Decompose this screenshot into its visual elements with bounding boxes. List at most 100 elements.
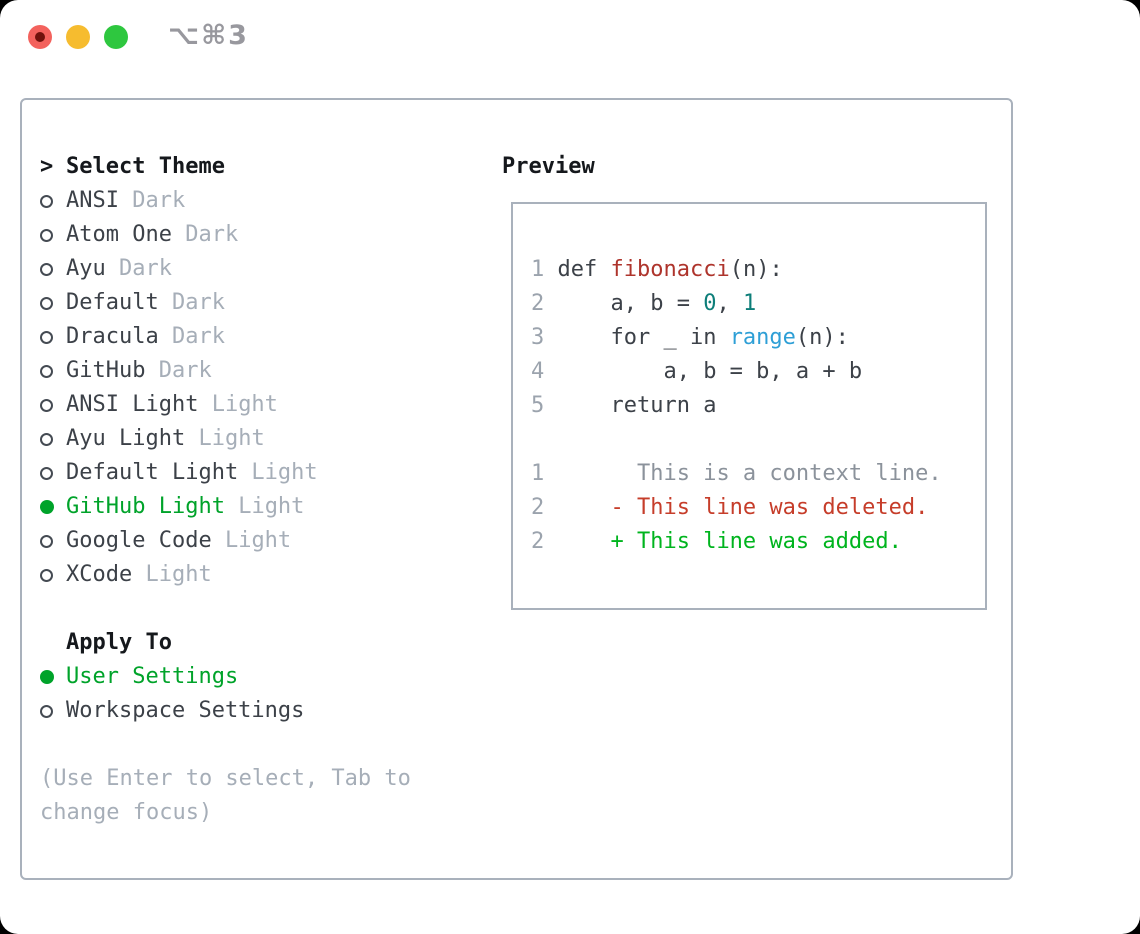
item-label: Google Code [66,528,212,553]
code-line: 4 a, b = b, a + b [531,355,942,389]
line-number: 4 [531,359,558,384]
radio-unselected-icon [40,432,53,446]
theme-item-ayu-light[interactable]: Ayu Light Light [40,422,480,456]
item-variant-label: Dark [105,256,172,281]
code-segment-code: a, b = [557,291,704,316]
window-title: ⌥⌘3 [168,20,249,51]
prompt-caret: > [40,154,54,179]
code-segment-code: (n): [729,257,783,282]
radio-unselected-icon [40,398,53,412]
code-segment-func: fibonacci [610,257,730,282]
hint-line-2: change focus) [40,800,213,825]
theme-item-github[interactable]: GitHub Dark [40,354,480,388]
code-line: 1 This is a context line. [531,457,942,491]
line-number: 1 [531,257,558,282]
radio-unselected-icon [40,330,53,344]
line-number: 5 [531,393,558,418]
item-variant-label: Light [211,528,292,553]
radio-unselected-icon [40,704,53,718]
radio-unselected-icon [40,534,53,548]
code-segment-code: def [557,257,611,282]
item-label: ANSI [66,188,119,213]
code-line: 5 return a [531,389,942,423]
theme-item-xcode[interactable]: XCode Light [40,558,480,592]
code-segment-builtin: range [729,325,796,350]
radio-unselected-icon [40,364,53,378]
item-variant-label: Light [185,426,265,451]
code-line: 1 def fibonacci(n): [531,253,942,287]
item-variant-label: Dark [158,324,225,349]
code-segment-added: + This line was added. [557,529,902,554]
spacer-row [40,592,480,626]
item-label: Default Light [66,460,239,485]
zoom-button[interactable] [104,25,128,49]
item-variant-label: Light [198,392,278,417]
theme-item-ansi-light[interactable]: ANSI Light Light [40,388,480,422]
line-number: 2 [531,495,558,520]
code-segment-code: (n): [795,325,849,350]
line-number: 3 [531,325,558,350]
radio-unselected-icon [40,568,53,582]
radio-unselected-icon [40,194,53,208]
theme-item-ansi[interactable]: ANSI Dark [40,184,480,218]
code-segment-deleted: - This line was deleted. [557,495,929,520]
item-variant-label: Light [132,562,212,587]
item-variant-label: Light [238,460,318,485]
radio-selected-icon [40,500,54,514]
close-button[interactable] [28,25,52,49]
select-theme-title: Select Theme [66,154,225,179]
radio-selected-icon [40,670,54,684]
item-label: GitHub [66,358,146,383]
code-segment-code: a, b = b, a + b [557,359,863,384]
code-line [531,423,942,457]
item-label: ANSI Light [66,392,199,417]
item-label: User Settings [66,664,239,689]
apply-option-workspace-settings[interactable]: Workspace Settings [40,694,480,728]
code-segment-num: 1 [742,291,757,316]
theme-item-ayu[interactable]: Ayu Dark [40,252,480,286]
code-segment-context: This is a context line. [557,461,942,486]
item-label: XCode [66,562,133,587]
theme-item-dracula[interactable]: Dracula Dark [40,320,480,354]
apply-option-user-settings[interactable]: User Settings [40,660,480,694]
radio-unselected-icon [40,262,53,276]
code-line: 2 a, b = 0, 1 [531,287,942,321]
code-segment-code: return a [557,393,717,418]
item-label: Dracula [66,324,159,349]
code-segment-num: 0 [703,291,717,316]
code-segment-code: for _ in [557,325,730,350]
minimize-button[interactable] [66,25,90,49]
code-line: 3 for _ in range(n): [531,321,942,355]
theme-item-default-light[interactable]: Default Light Light [40,456,480,490]
item-variant-label: Dark [145,358,212,383]
item-variant-label: Dark [158,290,225,315]
theme-item-google-code[interactable]: Google Code Light [40,524,480,558]
item-label: GitHub Light [66,494,225,519]
item-label: Ayu [66,256,106,281]
item-label: Ayu Light [66,426,186,451]
radio-unselected-icon [40,466,53,480]
item-variant-label: Dark [118,188,186,213]
item-label: Default [66,290,159,315]
item-label: Atom One [66,222,172,247]
titlebar: ⌥⌘3 [0,0,1140,74]
line-number: 1 [531,461,558,486]
theme-item-github-light[interactable]: GitHub Light Light [40,490,480,524]
radio-unselected-icon [40,228,53,242]
preview-title: Preview [502,154,595,179]
theme-item-default[interactable]: Default Dark [40,286,480,320]
code-line: 2 - This line was deleted. [531,491,942,525]
item-label: Workspace Settings [66,698,305,723]
apply-to-title: Apply To [66,630,172,655]
radio-unselected-icon [40,296,53,310]
line-number: 2 [531,529,558,554]
select-theme-header: > Select Theme [40,150,480,184]
hint-line-1: (Use Enter to select, Tab to [40,766,411,791]
theme-item-atom-one[interactable]: Atom One Dark [40,218,480,252]
